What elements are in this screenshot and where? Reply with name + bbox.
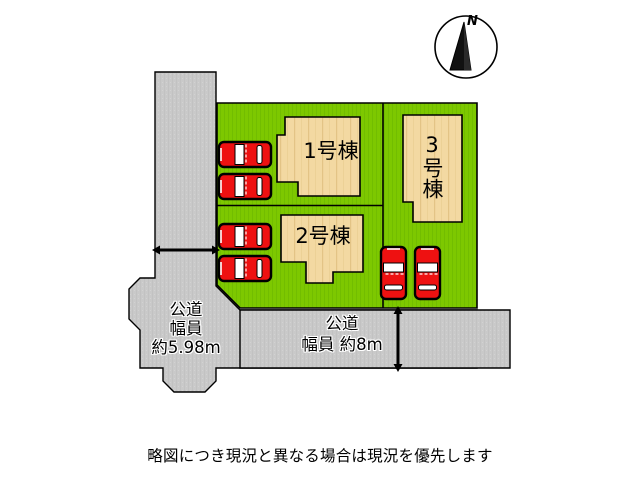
building-1-outline[interactable] <box>276 116 361 197</box>
road-network <box>128 71 511 393</box>
road-west-width-value: 約5.98m <box>151 338 221 357</box>
building-1-label: 1号棟 <box>303 139 359 163</box>
building-3-outline[interactable] <box>402 114 463 223</box>
road-west-label-line2: 幅員 <box>169 319 203 338</box>
car-lot1-b <box>217 172 273 201</box>
car-lot2-b <box>217 254 273 283</box>
building-3-label: 3号棟 <box>420 133 444 199</box>
road-south-label-line1: 公道 <box>325 314 359 333</box>
car-lot1-a <box>217 140 273 169</box>
dimension-arrows <box>152 245 403 372</box>
building-2-label: 2号棟 <box>295 224 351 248</box>
compass-rose-icon <box>434 15 498 79</box>
figure-disclaimer-caption: 略図につき現況と異なる場合は現況を優先します <box>147 447 493 465</box>
car-lot3-a <box>379 245 408 301</box>
car-lot2-a <box>217 222 273 251</box>
buildings-group <box>276 114 463 284</box>
car-lot3-b <box>413 245 442 301</box>
road-seam-cover <box>241 311 476 367</box>
road-south-width-value: 幅員 約8m <box>301 335 383 354</box>
building-2-outline[interactable] <box>280 214 364 284</box>
compass-north-label: N <box>467 14 478 29</box>
road-west-label-line1: 公道 <box>169 300 203 319</box>
cars-group <box>217 140 442 301</box>
